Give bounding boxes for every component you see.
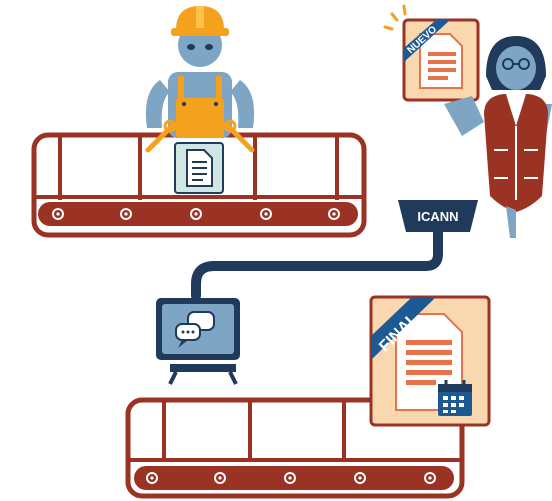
- wrench-icon: [145, 119, 255, 153]
- hard-hat-icon: [171, 6, 229, 36]
- calendar-icon: [438, 380, 472, 416]
- construction-worker-icon: [145, 6, 255, 153]
- document-icon: [174, 142, 224, 194]
- final-document-icon: FINAL: [369, 295, 491, 427]
- pipe-icon: [191, 225, 443, 301]
- top-conveyor-belt: [31, 132, 367, 238]
- monitor-icon: [156, 298, 240, 385]
- bottom-conveyor-belt: [125, 397, 465, 499]
- registry-label: ICANN: [417, 209, 458, 224]
- new-document-icon: NUEVO: [383, 4, 480, 102]
- business-woman-icon: [444, 36, 552, 238]
- registry-bucket: ICANN: [398, 200, 478, 232]
- chat-bubbles-icon: [175, 311, 215, 348]
